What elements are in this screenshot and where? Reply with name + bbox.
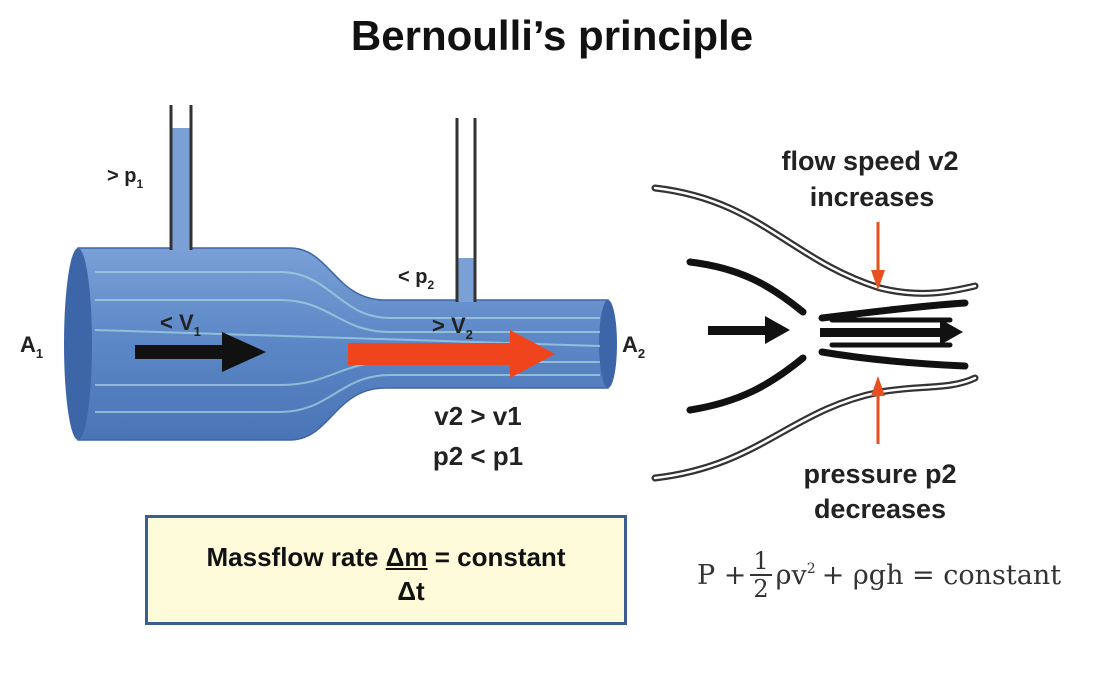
label-p2: < p2 (398, 266, 434, 292)
eq-frac-num: 1 (750, 548, 772, 576)
manometer-tube-1 (169, 105, 193, 250)
label-v2: > V2 (432, 313, 473, 342)
inflow-arrow (708, 316, 790, 344)
streamline-top-right (818, 299, 969, 322)
massflow-line1: Massflow rate Δm = constant (148, 540, 624, 574)
label-p1: > p1 (107, 165, 143, 191)
speed-label-line1: flow speed v2 (781, 146, 958, 176)
streamline-bottom (686, 354, 807, 414)
relation-v: v2 > v1 (434, 401, 521, 431)
label-a2: A2 (622, 332, 645, 361)
massflow-box: Massflow rate Δm = constant Δt (145, 515, 627, 625)
outer-wall-top-inner (653, 186, 977, 295)
manometer-tube-2 (455, 118, 477, 302)
massflow-suffix: = constant (427, 542, 566, 572)
outer-wall-bottom-inner (653, 376, 977, 480)
massflow-denominator: Δt (397, 576, 425, 606)
eq-rho-v: ρv (775, 559, 807, 591)
page-title: Bernoulli’s principle (350, 12, 754, 59)
pipe-left-end (64, 248, 92, 440)
eq-frac-den: 2 (753, 575, 769, 603)
streamline-bottom-right (818, 348, 969, 370)
streamline-top (686, 258, 807, 316)
outflow-arrow (820, 319, 963, 345)
label-a1: A1 (20, 332, 43, 361)
massflow-numerator: Δm (385, 542, 428, 572)
pipe-right-end (599, 300, 617, 388)
pressure-label-line1: pressure p2 (803, 459, 956, 489)
pressure-indicator-arrow (871, 376, 885, 444)
pressure-label-line2: decreases (814, 494, 946, 524)
eq-p: P + (697, 559, 747, 591)
velocity2-arrow (348, 330, 555, 378)
massflow-prefix: Massflow rate (206, 542, 386, 572)
streamline-panel (651, 184, 979, 482)
speed-label-line2: increases (810, 182, 935, 212)
eq-exponent: 2 (806, 561, 816, 577)
eq-fraction: 1 2 (750, 548, 772, 603)
label-v1: < V1 (160, 310, 201, 339)
relation-p: p2 < p1 (433, 441, 523, 471)
velocity1-arrow (135, 332, 266, 372)
speed-indicator-arrow (871, 222, 885, 290)
eq-rest: + ρgh = constant (821, 559, 1062, 591)
